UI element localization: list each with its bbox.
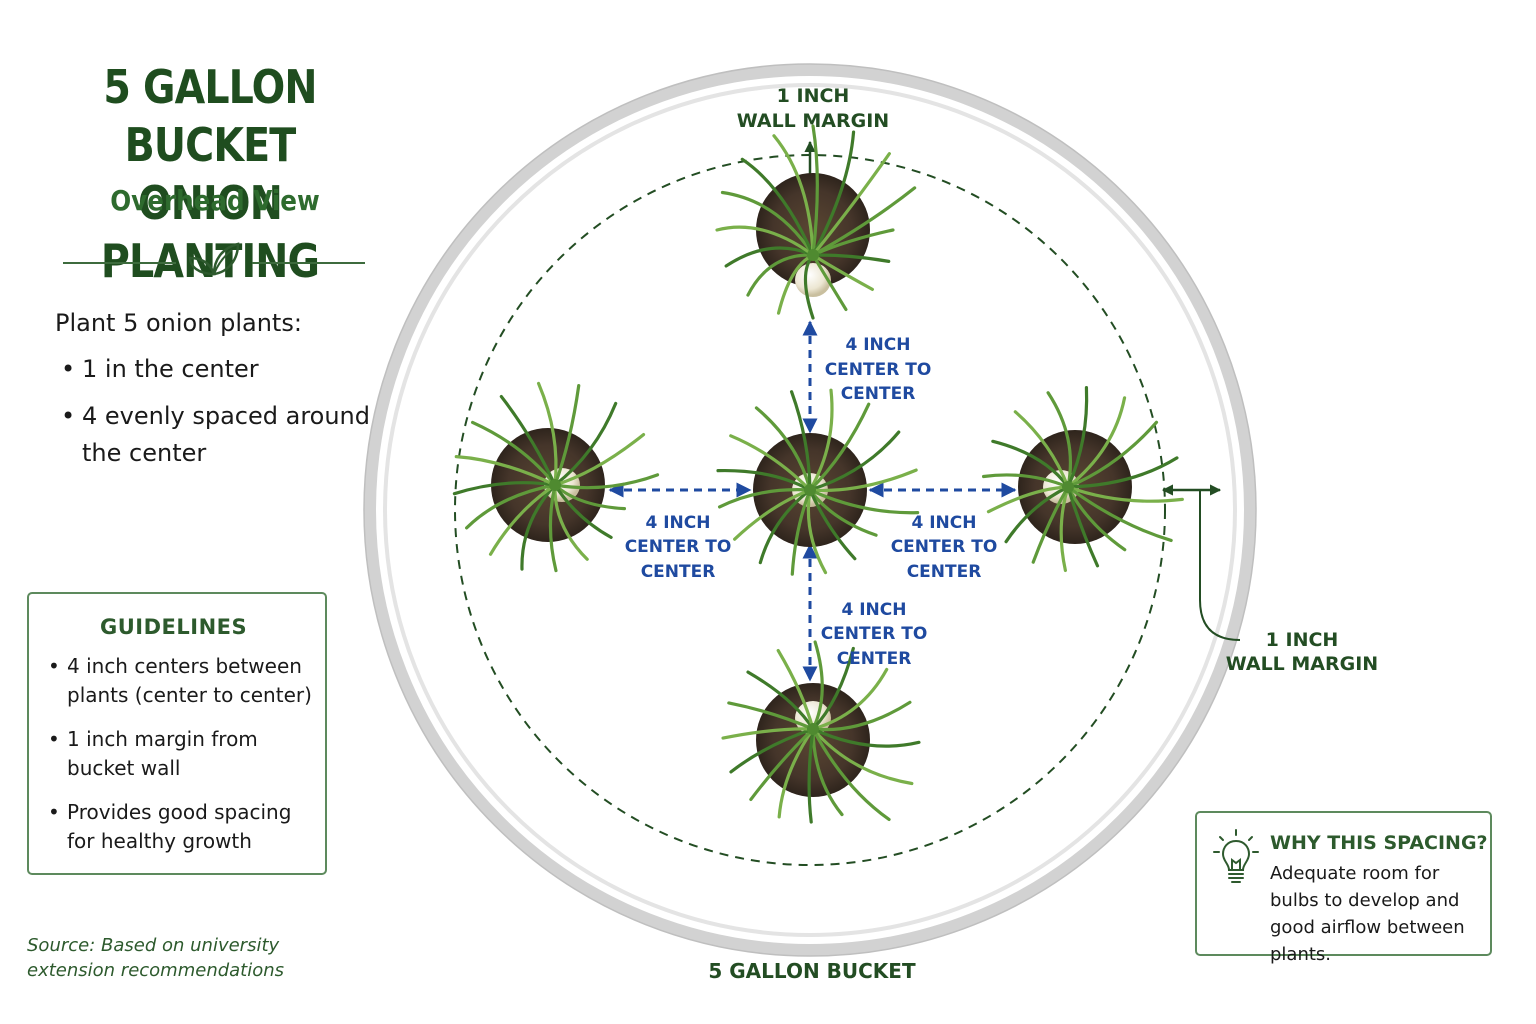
leaf-icon xyxy=(188,242,240,276)
spacing-label-line: 4 INCH xyxy=(841,600,906,620)
page-title: 5 GALLON BUCKET ONION PLANTING xyxy=(47,58,374,290)
spacing-label-line: CENTER xyxy=(837,649,912,669)
intro-item: 1 in the center xyxy=(55,351,385,388)
guidelines-title: GUIDELINES xyxy=(100,615,248,639)
spacing-label-top: 4 INCH CENTER TO CENTER xyxy=(825,335,932,404)
onion-plant-bottom xyxy=(721,640,921,824)
spacing-label-line: CENTER TO xyxy=(825,360,932,380)
why-title: WHY THIS SPACING? xyxy=(1270,832,1488,854)
title-line-2: ONION PLANTING xyxy=(100,176,320,288)
why-box xyxy=(1195,811,1492,956)
spacing-label-right: 4 INCH CENTER TO CENTER xyxy=(891,513,998,582)
intro-list: 1 in the center 4 evenly spaced around t… xyxy=(55,351,385,472)
guidelines-box xyxy=(27,592,327,875)
page-subtitle: Overhead View xyxy=(110,184,320,217)
spacing-label-line: CENTER xyxy=(907,562,982,582)
top-margin-label-1: 1 INCH xyxy=(777,85,850,107)
spacing-label-bottom: 4 INCH CENTER TO CENTER xyxy=(821,600,928,669)
title-line-1: 5 GALLON BUCKET xyxy=(103,60,317,172)
spacing-label-line: CENTER TO xyxy=(891,537,998,557)
guidelines-list: 4 inch centers between plants (center to… xyxy=(48,652,318,871)
intro-heading: Plant 5 onion plants: xyxy=(55,309,302,337)
spacing-label-line: 4 INCH xyxy=(911,513,976,533)
bucket-rim-inner xyxy=(383,83,1237,937)
why-text: Adequate room for bulbs to develop and g… xyxy=(1270,863,1465,965)
divider-left xyxy=(63,262,176,264)
guideline-item: 4 inch centers between plants (center to… xyxy=(48,652,318,710)
intro-item: 4 evenly spaced around the center xyxy=(55,398,385,472)
spacing-label-line: CENTER TO xyxy=(625,537,732,557)
intro-section: Plant 5 onion plants: 1 in the center 4 … xyxy=(55,305,385,472)
onion-plant-right xyxy=(982,386,1184,573)
spacing-label-line: CENTER xyxy=(641,562,716,582)
divider-right xyxy=(252,262,365,264)
source-note: Source: Based on university extension re… xyxy=(27,935,285,981)
spacing-label-line: CENTER TO xyxy=(821,624,928,644)
onion-plant-left xyxy=(452,381,660,573)
spacing-label-left: 4 INCH CENTER TO CENTER xyxy=(625,513,732,582)
bucket-shadow xyxy=(363,63,1257,957)
bucket-label: 5 GALLON BUCKET xyxy=(708,959,916,983)
guideline-item: 1 inch margin from bucket wall xyxy=(48,725,318,783)
spacing-label-line: 4 INCH xyxy=(845,335,910,355)
guideline-item: Provides good spacing for healthy growth xyxy=(48,798,318,856)
side-margin-label-2: WALL MARGIN xyxy=(1226,653,1378,675)
spacing-label-line: CENTER xyxy=(841,384,916,404)
lightbulb-icon xyxy=(1213,829,1259,883)
margin-leader-line xyxy=(1199,490,1241,641)
side-margin-label-1: 1 INCH xyxy=(1266,629,1339,651)
onion-plant-center xyxy=(716,388,920,576)
onion-plant-top xyxy=(715,124,917,320)
spacing-label-line: 4 INCH xyxy=(645,513,710,533)
top-margin-label-2: WALL MARGIN xyxy=(737,110,889,132)
